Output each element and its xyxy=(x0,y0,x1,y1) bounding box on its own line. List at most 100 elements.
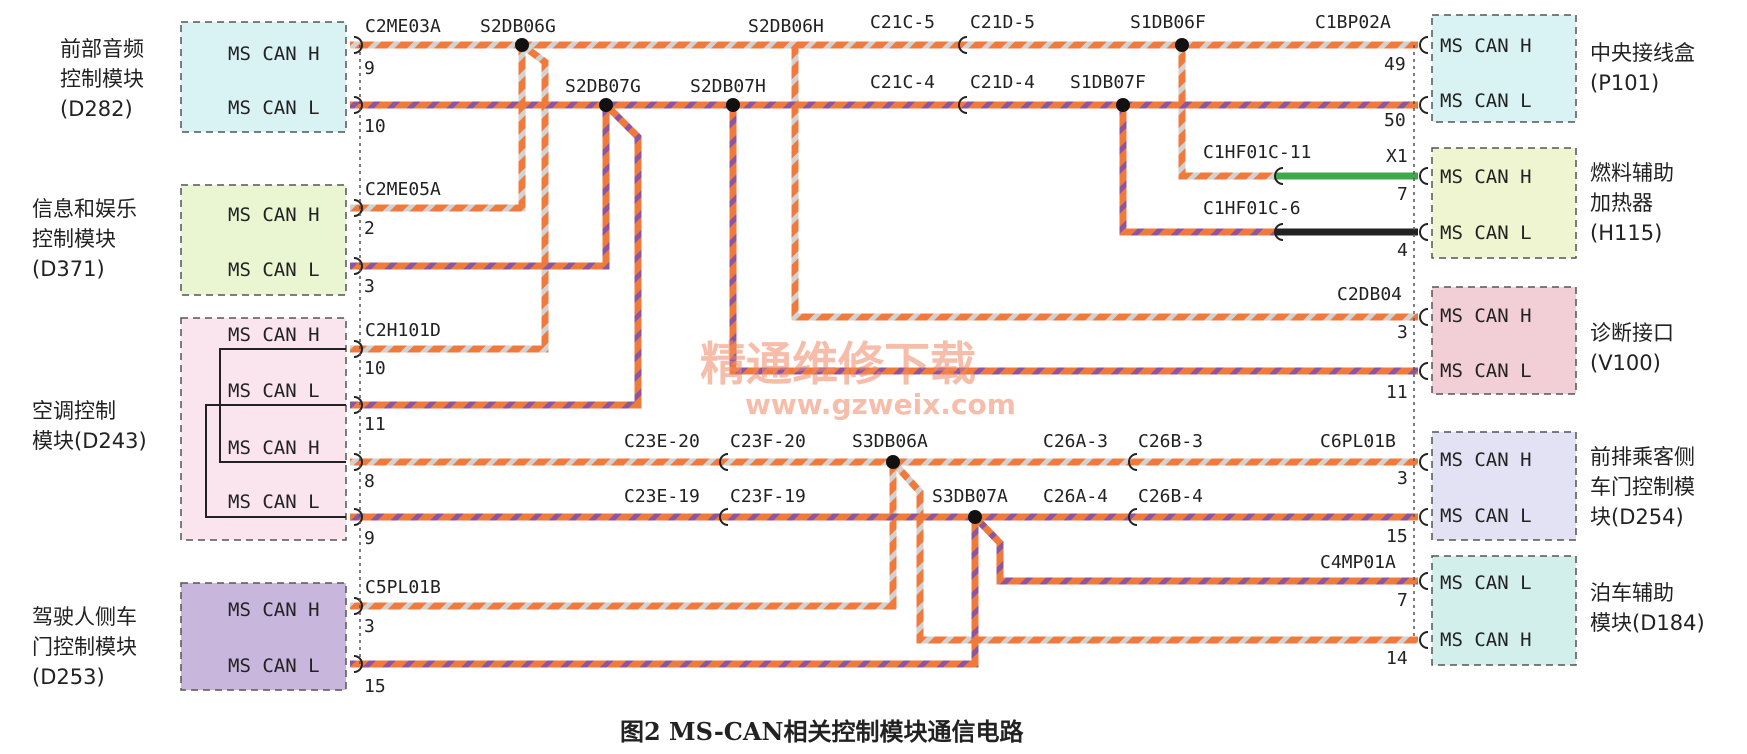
module-hvac-pin-l2: MS CAN L xyxy=(228,491,320,513)
name-hvac-line1: 空调控制 xyxy=(32,399,116,423)
label-c5pl01b: C5PL01B xyxy=(365,577,441,598)
inline-connectors xyxy=(353,36,1429,673)
module-driver-door-pin-l: MS CAN L xyxy=(228,655,320,677)
pin-connector-icon xyxy=(353,36,363,54)
module-hvac-pin-h1: MS CAN H xyxy=(228,324,320,346)
pin-num-hvac-l2: 9 xyxy=(364,528,375,549)
hvac-internal-can-l-link xyxy=(205,404,346,518)
pin-numbers: 9 10 2 3 10 11 8 9 3 15 49 50 X1 7 4 3 1… xyxy=(364,54,1408,697)
name-central-junction-line2: (P101) xyxy=(1590,71,1659,95)
name-central-junction-line1: 中央接线盒 xyxy=(1590,41,1695,65)
module-fuel-heater: MS CAN H MS CAN L xyxy=(1431,147,1577,259)
pin-num-driver-door-l: 15 xyxy=(364,676,386,697)
wire-can-l-hvac-upper xyxy=(350,102,642,409)
pin-connector-icon xyxy=(1419,362,1429,380)
pin-num-hvac-l1: 11 xyxy=(364,414,386,435)
wire-can-h-infotainment xyxy=(350,45,526,212)
pin-num-hvac-h1: 10 xyxy=(364,358,386,379)
connector-c21c4-icon xyxy=(958,96,968,114)
label-c2me05a: C2ME05A xyxy=(365,179,441,200)
label-c21d5: C21D-5 xyxy=(970,12,1035,33)
label-s3db07a: S3DB07A xyxy=(932,486,1008,507)
label-s2db06h: S2DB06H xyxy=(748,16,824,37)
pin-num-infotainment-h: 2 xyxy=(364,218,375,239)
pin-num-park-assist-h: 14 xyxy=(1386,648,1408,669)
wire-can-l-driver-door xyxy=(350,517,979,668)
connector-c23e20-icon xyxy=(719,453,729,471)
pin-connector-icon xyxy=(1419,36,1429,54)
name-passenger-door-line2: 车门控制模 xyxy=(1590,475,1695,499)
module-park-assist-pin-l: MS CAN L xyxy=(1440,572,1532,594)
module-driver-door-pin-h: MS CAN H xyxy=(228,599,320,621)
pin-num-hvac-h2: 8 xyxy=(364,471,375,492)
label-c1bp02a: C1BP02A xyxy=(1315,12,1391,33)
module-diag-pin-h: MS CAN H xyxy=(1440,305,1532,327)
module-diag-pin-l: MS CAN L xyxy=(1440,360,1532,382)
label-s2db06g: S2DB06G xyxy=(480,16,556,37)
figure-caption: 图2 MS-CAN相关控制模块通信电路 xyxy=(620,717,1024,746)
label-c26b3: C26B-3 xyxy=(1138,431,1203,452)
module-diag: MS CAN H MS CAN L xyxy=(1431,286,1577,395)
module-infotainment-pin-l: MS CAN L xyxy=(228,259,320,281)
name-front-audio-line2: 控制模块 xyxy=(60,67,144,91)
name-fuel-heater-line2: 加热器 xyxy=(1590,191,1653,215)
module-park-assist: MS CAN L MS CAN H xyxy=(1431,555,1577,666)
module-passenger-door: MS CAN H MS CAN L xyxy=(1431,431,1577,541)
pin-connector-icon xyxy=(353,655,363,673)
label-s2db07h: S2DB07H xyxy=(690,76,766,97)
name-hvac-line2: 模块(D243) xyxy=(32,429,147,453)
module-central-junction-pin-h: MS CAN H xyxy=(1440,35,1532,57)
name-park-assist-line2: 模块(D184) xyxy=(1590,611,1705,635)
connector-c1hf01c11-icon xyxy=(1274,167,1284,185)
pin-num-passenger-door-h: 3 xyxy=(1397,468,1408,489)
module-driver-door: MS CAN H MS CAN L xyxy=(180,582,347,691)
pin-connector-icon xyxy=(1419,453,1429,471)
watermark-line1: 精通维修下载 xyxy=(700,337,976,391)
wire-can-h-diag xyxy=(791,45,1418,321)
pin-num-passenger-door-l: 15 xyxy=(1386,526,1408,547)
pin-connector-icon xyxy=(1419,167,1429,185)
label-c1hf01c6: C1HF01C-6 xyxy=(1203,198,1301,219)
module-fuel-heater-pin-h: MS CAN H xyxy=(1440,166,1532,188)
splice-s2db07h-icon xyxy=(726,98,740,112)
splice-s3db06a-icon xyxy=(886,455,900,469)
pin-num-fuel-heater-connector: X1 xyxy=(1386,146,1408,167)
name-park-assist-line1: 泊车辅助 xyxy=(1590,581,1674,605)
module-infotainment: MS CAN H MS CAN L xyxy=(180,184,347,296)
pin-num-infotainment-l: 3 xyxy=(364,276,375,297)
pin-connector-icon xyxy=(353,508,363,526)
wire-can-h-hvac-upper xyxy=(350,42,549,353)
module-hvac-pin-h2: MS CAN H xyxy=(228,437,320,459)
module-front-audio-pin-h: MS CAN H xyxy=(228,43,320,65)
splice-s1db06f-icon xyxy=(1175,38,1189,52)
connector-c26a4-icon xyxy=(1128,508,1138,526)
label-c2h101d: C2H101D xyxy=(365,320,441,341)
module-front-audio-pin-l: MS CAN L xyxy=(228,97,320,119)
pin-connector-icon xyxy=(1419,572,1429,590)
module-fuel-heater-pin-l: MS CAN L xyxy=(1440,222,1532,244)
label-c26b4: C26B-4 xyxy=(1138,486,1203,507)
pin-connector-icon xyxy=(353,340,363,358)
pin-connector-icon xyxy=(353,396,363,414)
module-central-junction-pin-l: MS CAN L xyxy=(1440,90,1532,112)
name-passenger-door-line3: 块(D254) xyxy=(1590,505,1684,529)
name-driver-door-line2: 门控制模块 xyxy=(32,635,137,659)
name-fuel-heater-line1: 燃料辅助 xyxy=(1590,161,1674,185)
pin-num-diag-h: 3 xyxy=(1397,322,1408,343)
label-c23f20: C23F-20 xyxy=(730,431,806,452)
name-driver-door-line1: 驾驶人侧车 xyxy=(32,605,137,629)
module-names: 前部音频 控制模块 (D282) 信息和娱乐 控制模块 (D371) 空调控制 … xyxy=(32,37,1705,689)
label-c26a4: C26A-4 xyxy=(1043,486,1108,507)
pin-num-driver-door-h: 3 xyxy=(364,616,375,637)
wires xyxy=(350,41,1418,668)
pin-connector-icon xyxy=(1419,223,1429,241)
wire-can-h-park-assist xyxy=(890,459,1418,644)
watermark: 精通维修下载 www.gzweix.com xyxy=(700,337,1016,421)
splice-s1db07f-icon xyxy=(1116,98,1130,112)
name-front-audio-line3: (D282) xyxy=(60,97,133,121)
module-passenger-door-pin-l: MS CAN L xyxy=(1440,505,1532,527)
label-c23e20: C23E-20 xyxy=(624,431,700,452)
wire-can-l-infotainment xyxy=(350,105,610,270)
pin-connector-icon xyxy=(353,96,363,114)
